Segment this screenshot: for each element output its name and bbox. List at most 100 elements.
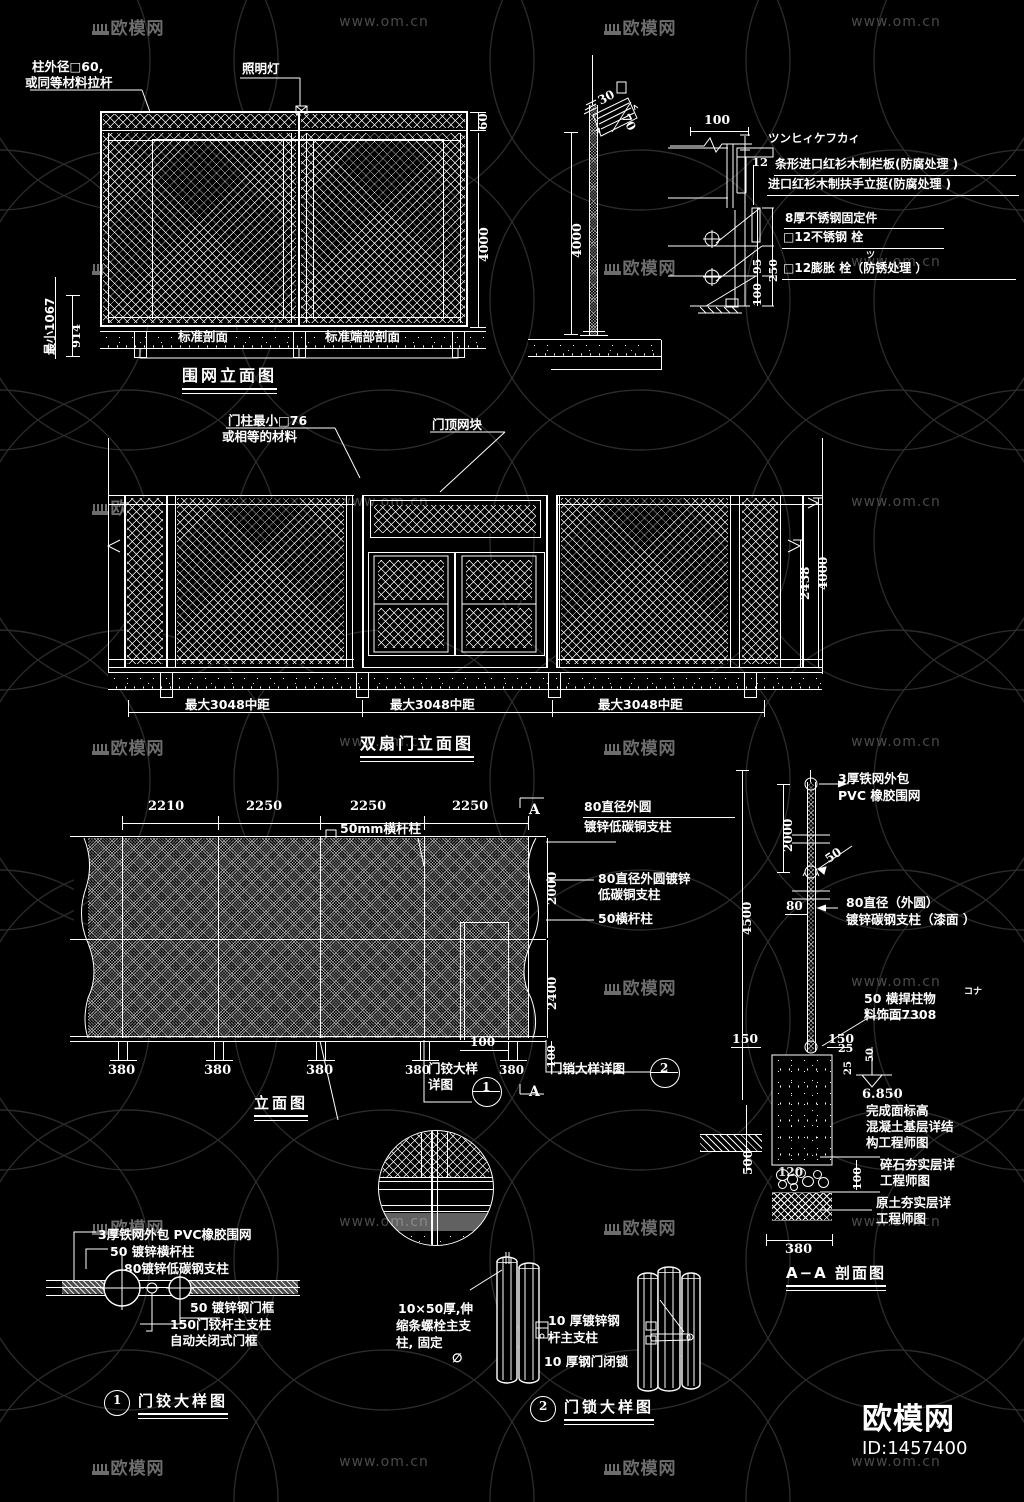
aa-callout-mesh-1: 3厚铁网外包 <box>838 771 910 786</box>
gate-center-post-r <box>546 495 548 667</box>
fence-left-post <box>100 111 102 327</box>
gate-ground-bot <box>108 689 822 690</box>
gate-dim-tick-1 <box>128 700 129 717</box>
aa-callout-gravel-1: 碎石夯实层详 <box>880 1157 956 1172</box>
gate-rail-r-top2 <box>556 504 822 505</box>
aa-dim2000-tick-t <box>777 784 790 785</box>
pin-detail-callout: 门销大样详图 <box>550 1061 626 1076</box>
gate-leaf-frame-bot <box>368 655 544 656</box>
hinge-detail-title: 门铰大样图 <box>138 1390 229 1419</box>
watermark-brand-text: 欧模网 <box>622 1459 677 1479</box>
gate-mesh-right <box>561 498 728 664</box>
aa-callout-soil-2: 工程师图 <box>876 1211 927 1226</box>
dim-100-lower-line <box>757 276 758 306</box>
lock-detail-number-circle <box>530 1396 556 1422</box>
callout-post-line2: 镀锌低碳铜支柱 <box>584 819 672 834</box>
aa-callout-rail-suffix: コナ <box>964 987 983 997</box>
aa-side-ground-top <box>700 1134 762 1135</box>
callout-rail-50mm: 50mm横杆柱 <box>340 821 421 836</box>
gate-topblock-top <box>370 500 540 501</box>
plan-dim380-l2 <box>206 1060 233 1061</box>
dim-4000-line <box>478 133 479 327</box>
aa-callout-mesh-2: PVC 橡胶围网 <box>838 788 921 803</box>
watermark-brand-text: 欧模网 <box>110 739 165 759</box>
note-underline-2 <box>767 195 1019 196</box>
lock-detail-number: 2 <box>539 1399 548 1413</box>
gate-leaf-mesh-tl <box>378 560 444 600</box>
watermark-logo: 欧模网 <box>0 1454 256 1479</box>
dim-914-tick-top <box>66 295 80 296</box>
plan-dim-tick-3 <box>424 816 425 830</box>
gatepost-note-2: 或相等的材料 <box>222 429 298 444</box>
gate-bottom-dim-line <box>128 712 764 713</box>
hinge-callout-2: 80镀锌低碳钢支柱 <box>124 1261 229 1276</box>
gate-leaf-mesh-tr <box>466 560 532 600</box>
fence-top-rail <box>100 111 468 113</box>
aa-dim-50-angle: 50 <box>822 844 845 866</box>
fence-elevation-title: 围网立面图 <box>182 362 278 394</box>
callout-post2-line2: 低碳铜支柱 <box>598 887 661 902</box>
watermark-brand-text: 欧模网 <box>622 1219 677 1239</box>
plan-gate-leaf-top <box>460 922 509 923</box>
post-base-plate-2 <box>583 331 605 332</box>
watermark-logo: 欧模网 <box>512 14 768 39</box>
callout-post-underline <box>583 817 735 818</box>
detail-circle-1-div <box>472 1091 500 1092</box>
lock-callout-l2: 缩条螺栓主支 <box>396 1318 472 1333</box>
note-redwood-board: 条形进口红衫木制栏板(防腐处理 ) <box>775 157 959 171</box>
note-bolt-mark: ツ <box>866 251 876 261</box>
plan-bottom-rail-2 <box>70 1041 546 1042</box>
plan-dim100-line <box>460 1050 508 1051</box>
detail-circle-1 <box>472 1077 502 1107</box>
gate-rail-l-top2 <box>108 504 354 505</box>
gate-mesh-left <box>177 498 344 664</box>
aa-dim-150-r: 150 <box>828 1031 855 1046</box>
plan-dim-tick-2 <box>320 816 321 830</box>
gate-leaf-frame-r <box>544 552 545 656</box>
aa-post-edge-l <box>807 782 808 1052</box>
gate-elevation-title: 双扇门立面图 <box>360 730 475 762</box>
hinge-top-line <box>46 1280 300 1281</box>
fence-right-post <box>466 111 468 327</box>
aa-dim-380-tick-r <box>832 1234 833 1246</box>
note-ss-fixing: 8厚不锈钢固定件 <box>785 211 878 225</box>
hinge-detail-number-circle <box>104 1390 130 1416</box>
aa-dim-80-underline <box>785 914 807 915</box>
dim-95-line <box>757 208 758 276</box>
plan-post-5 <box>528 836 529 1038</box>
aa-dim-500-line <box>746 1105 747 1170</box>
plan-post-2 <box>218 836 219 1038</box>
plan-dim-380-5: 380 <box>499 1063 525 1077</box>
plan-top-dim-2210: 2210 <box>148 799 185 814</box>
plan-top-dim-2250-c: 2250 <box>452 799 489 814</box>
gate-leaf-frame-l <box>368 552 369 656</box>
fence-mesh-right <box>301 133 465 323</box>
callout-rail2: 50横杆柱 <box>598 911 653 926</box>
post-footing-top <box>528 339 661 340</box>
note-underline-5 <box>782 279 1016 280</box>
post-top-ext <box>592 55 593 105</box>
plan-dim380-l3 <box>308 1060 335 1061</box>
fence-mesh-top-right <box>301 114 465 128</box>
gate-ground-concrete <box>108 673 822 689</box>
lock-callout-r3: 10 厚钢门闭锁 <box>544 1354 629 1369</box>
detail-number-1: 1 <box>482 1080 491 1094</box>
aa-dim-25a: 25 <box>838 1042 854 1055</box>
gate-rail-l-bot <box>108 667 354 668</box>
plan-dim-tick-4 <box>528 816 529 830</box>
gate-leaf-mesh-br <box>466 608 532 648</box>
gate-rail-r-top <box>556 495 822 496</box>
watermark-brand-text: 欧模网 <box>622 259 677 279</box>
aa-dim-380-tick-l <box>766 1234 767 1246</box>
aa-callout-finish-3: 构工程师图 <box>866 1135 929 1150</box>
note-redwood-handrail: 进口红衫木制扶手立挺(防腐处理 ) <box>768 177 952 191</box>
hinge-detail-callout-1: 门铰大样 <box>428 1061 479 1076</box>
callout-post2-line1: 80直径外圆镀锌 <box>598 871 691 886</box>
note-expansion-bolt: □12膨胀 栓（防锈处理 ） <box>783 261 928 275</box>
aa-dim-4500: 4500 <box>740 901 754 935</box>
lock-detail-title: 门锁大样图 <box>564 1396 655 1425</box>
plan-dim380-l5 <box>500 1060 527 1061</box>
sofa-icon <box>603 23 621 35</box>
fence-frame-v2 <box>283 139 284 319</box>
